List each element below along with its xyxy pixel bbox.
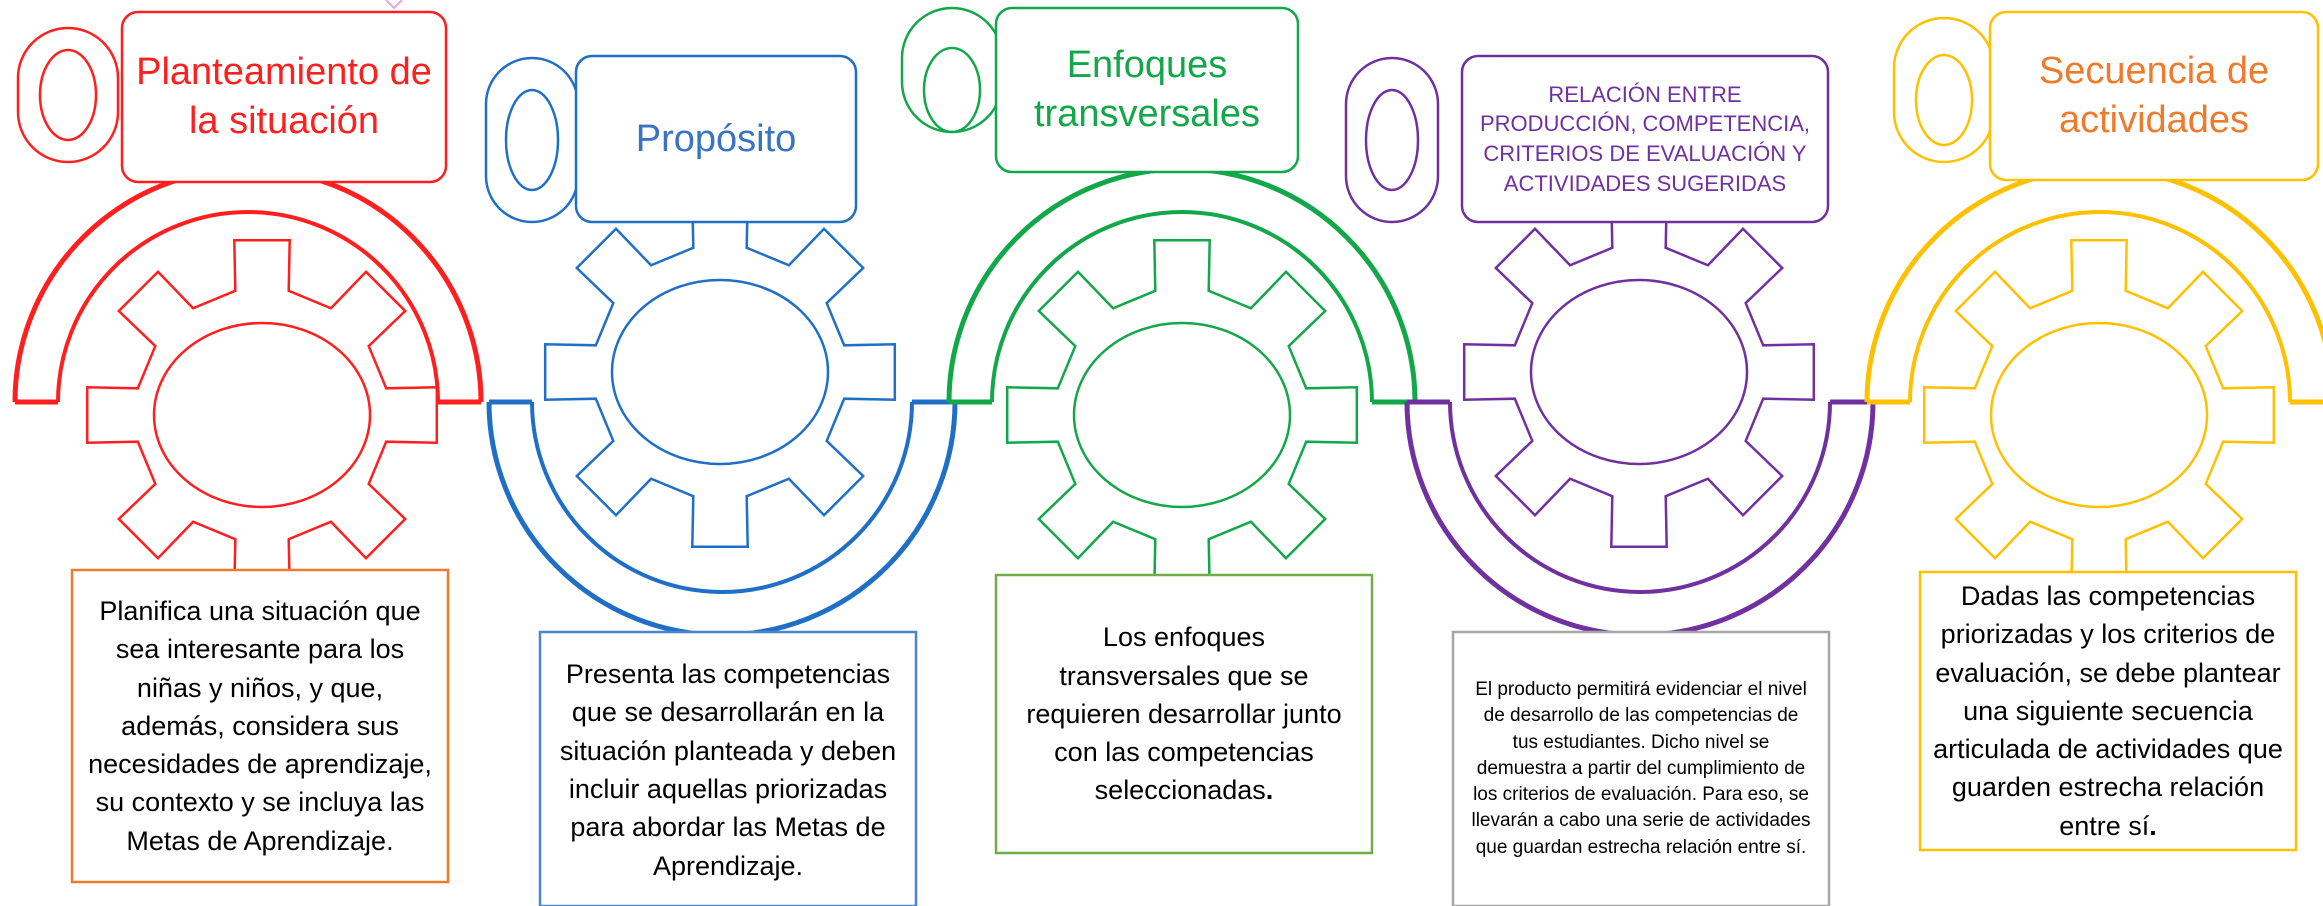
step-1-gear-icon: [85, 238, 439, 592]
step-4-title: RELACIÓN ENTRE PRODUCCIÓN, COMPETENCIA, …: [1470, 64, 1820, 214]
step-2-ring-icon: [484, 56, 580, 224]
step-1-description: Planifica una situación que sea interesa…: [74, 572, 446, 880]
step-3-connector-arc: [990, 210, 1374, 403]
step-5-connector-arc: [1908, 210, 2292, 403]
step-4-ring-icon: [1344, 56, 1440, 224]
step-5-title: Secuencia de actividades: [1998, 20, 2310, 172]
step-1-title: Planteamiento de la situación: [130, 20, 438, 174]
step-4-connector-arc: [1448, 401, 1832, 594]
step-3-title: Enfoques transversales: [1004, 16, 1290, 164]
step-3-ring-icon: [900, 6, 1004, 134]
step-3-description: Los enfoques transversales que se requie…: [998, 577, 1370, 851]
step-1-ring-icon: [16, 26, 120, 164]
step-2-gear-icon: [543, 195, 897, 549]
step-1-connector-arc: [56, 210, 440, 403]
step-2-title: Propósito: [584, 64, 848, 214]
step-3-gear-icon: [1005, 238, 1359, 592]
step-5-description-period: .: [2149, 810, 2157, 841]
step-2-description: Presenta las competencias que se desarro…: [542, 636, 914, 904]
step-3-description-period: .: [1265, 775, 1274, 806]
step-5-description: Dadas las competencias priorizadas y los…: [1922, 574, 2294, 848]
step-5-ring-icon: [1892, 16, 1996, 164]
step-4-gear-icon: [1462, 195, 1816, 549]
step-5-gear-icon: [1922, 238, 2276, 592]
step-4-description: El producto permitirá evidenciar el nive…: [1455, 634, 1827, 904]
top-marker: [385, 0, 403, 10]
step-2-connector-arc: [530, 401, 914, 594]
